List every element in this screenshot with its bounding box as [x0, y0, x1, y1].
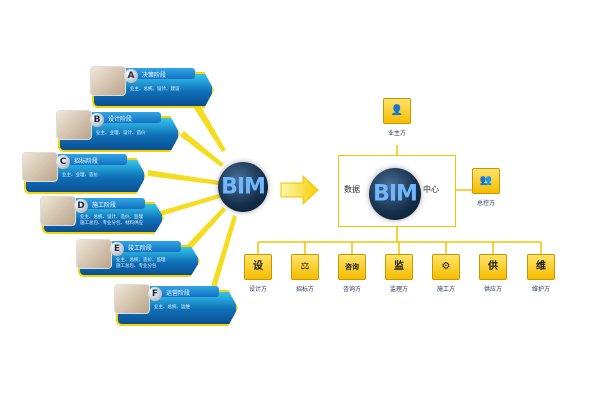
- phase-title: 决策阶段: [142, 72, 167, 79]
- gear-icon: ⚙: [432, 254, 460, 280]
- designer-icon: 设: [244, 254, 272, 280]
- phase-desc: 业主、业理、造价: [62, 173, 98, 178]
- phase-d: D 施工阶段 业主、总统、设计、造价、监理 施工总包、专业分包、材料供应: [40, 196, 164, 234]
- phase-letter: D: [74, 199, 88, 213]
- building-photo-icon: [76, 239, 112, 269]
- construction-photo-icon: [40, 196, 76, 226]
- bim-logo-center: BIM: [369, 168, 421, 220]
- phase-arrow-d: [160, 194, 220, 216]
- consult-icon: 咨询: [338, 254, 366, 280]
- owner-person-icon: 👤: [383, 98, 411, 124]
- phase-letter: B: [90, 113, 104, 127]
- phase-desc: 业主、总统、设计、建设: [130, 87, 180, 92]
- blueprint-photo-icon: [56, 110, 92, 140]
- helmet-icon: 监: [385, 254, 413, 280]
- bottom-node-label: 招标方: [295, 286, 315, 293]
- phase-letter: F: [148, 287, 162, 301]
- phase-arrow-e: [180, 207, 226, 256]
- phase-letter: C: [56, 155, 70, 169]
- phase-arrow-a: [190, 98, 226, 152]
- main-flow-arrow: [280, 174, 319, 206]
- bottom-node-label: 设计方: [248, 286, 268, 293]
- phase-title: 运营阶段: [166, 290, 191, 297]
- supply-icon: 供: [479, 254, 507, 280]
- phase-c: C 招标阶段 业主、业理、造价: [22, 152, 146, 194]
- contract-photo-icon: [22, 152, 58, 182]
- bottom-node-label: 监理方: [389, 286, 409, 293]
- bim-logo-left: BIM: [218, 162, 268, 212]
- top-node-label: 业主方: [387, 130, 407, 137]
- phase-arrow-f: [210, 215, 237, 292]
- maintenance-worker-icon: 维: [527, 254, 555, 280]
- phase-desc: 业主、总统、运维: [154, 305, 190, 310]
- side-node-label: 总控方: [476, 200, 496, 207]
- data-center-right-label: 中心: [423, 185, 439, 194]
- data-center-frame: [338, 155, 456, 227]
- bottom-node-label: 咨询方: [342, 286, 362, 293]
- phase-title: 招标阶段: [74, 158, 99, 165]
- meeting-photo-icon: [90, 66, 126, 96]
- workers-photo-icon: [114, 284, 150, 314]
- bottom-node-label: 维护方: [531, 286, 551, 293]
- phase-f: F 运营阶段 业主、总统、运维: [114, 284, 238, 326]
- phase-a: A 决策阶段 业主、总统、设计、建设: [90, 66, 214, 108]
- phase-e: E 竣工阶段 业主、总统、造价、监理 施工总包、专业分包: [76, 239, 200, 277]
- bus-drops: [257, 242, 542, 254]
- phase-title: 施工阶段: [92, 202, 117, 209]
- phase-arrow-c: [148, 170, 220, 185]
- group-people-icon: 👥: [472, 168, 500, 194]
- phase-title: 竣工阶段: [128, 245, 153, 252]
- data-center-left-label: 数据: [344, 185, 360, 194]
- phase-title: 设计阶段: [108, 116, 133, 123]
- bim-logo-text: BIM: [221, 174, 266, 200]
- phase-letter: E: [110, 242, 124, 256]
- bim-logo-text: BIM: [373, 181, 418, 207]
- phase-letter: A: [124, 69, 138, 83]
- gavel-icon: ⚖: [291, 254, 319, 280]
- phase-arrow-b: [180, 131, 224, 167]
- phase-desc: 业主、总统、设计、造价、监理 施工总包、专业分包、材料供应: [80, 215, 143, 226]
- phase-desc: 业主、业理、设计、造价: [96, 131, 146, 136]
- phase-b: B 设计阶段 业主、业理、设计、造价: [56, 110, 180, 152]
- phase-desc: 业主、总统、造价、监理 施工总包、专业分包: [116, 258, 166, 269]
- bottom-node-label: 施工方: [436, 286, 456, 293]
- bottom-node-label: 供应方: [483, 286, 503, 293]
